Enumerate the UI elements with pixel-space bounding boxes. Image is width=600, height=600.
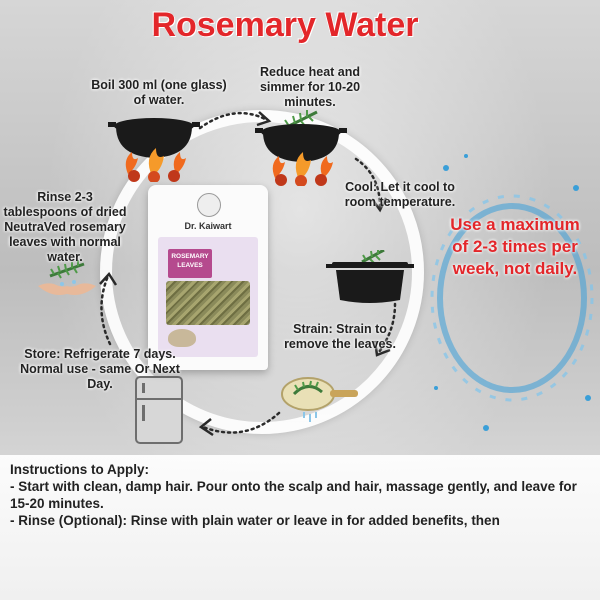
instructions-panel: Instructions to Apply: - Start with clea…	[0, 455, 600, 600]
page-title: Rosemary Water	[151, 6, 419, 44]
seal-icon	[197, 193, 221, 217]
cycle-arrow-icon	[99, 271, 118, 346]
product-package: Dr. Kaiwart ROSEMARY LEAVES	[148, 185, 268, 370]
simmer-pot-icon	[255, 110, 347, 186]
step-reduce: Reduce heat and simmer for 10-20 minutes…	[259, 65, 361, 109]
package-brand: Dr. Kaiwart	[184, 221, 232, 231]
cycle-arrow-icon	[198, 111, 272, 130]
bowl-image	[168, 329, 196, 347]
water-splash-icon	[430, 154, 594, 431]
cycle-arrow-icon	[198, 411, 281, 437]
step-boil: Boil 300 ml (one glass) of water.	[91, 78, 227, 107]
cooking-pot-icon	[326, 250, 414, 303]
package-product-label: ROSEMARY LEAVES	[168, 249, 212, 278]
usage-warning: Use a maximum of 2-3 times per week, not…	[450, 215, 580, 278]
strainer-icon	[281, 377, 358, 422]
instruction-step: - Start with clean, damp hair. Pour onto…	[10, 479, 577, 511]
cycle-arrow-icon	[373, 302, 397, 357]
instruction-step: - Rinse (Optional): Rinse with plain wat…	[10, 513, 500, 528]
dried-leaves-image	[166, 281, 250, 325]
package-window: ROSEMARY LEAVES	[158, 237, 258, 357]
step-strain: Strain: Strain to remove the leaves.	[284, 322, 396, 351]
refrigerator-icon	[135, 376, 183, 444]
step-store: Store: Refrigerate 7 days. Normal use - …	[20, 347, 180, 391]
instructions-heading: Instructions to Apply:	[10, 462, 149, 477]
step-cool: Cool: Let it cool to room temperature.	[344, 180, 456, 209]
boiling-pot-icon	[108, 118, 200, 182]
rinse-hands-icon	[38, 260, 96, 295]
cycle-arrow-icon	[354, 157, 388, 213]
step-rinse: Rinse 2-3 tablespoons of dried NeutraVed…	[3, 190, 127, 264]
